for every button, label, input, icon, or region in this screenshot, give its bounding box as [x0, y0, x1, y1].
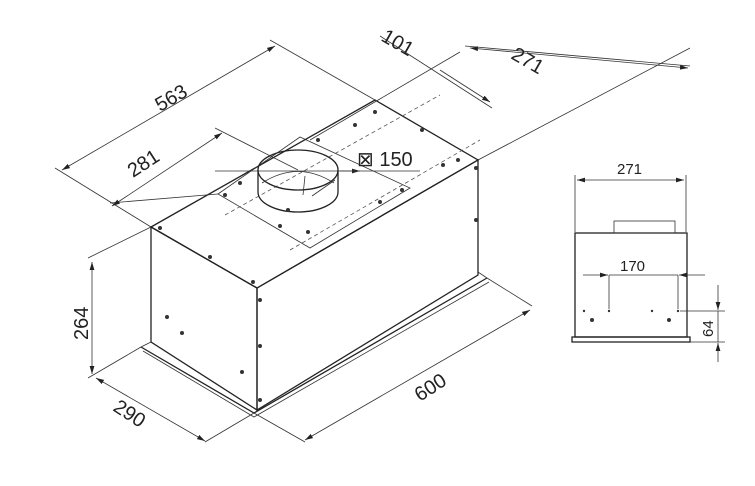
dim-101: 101 — [378, 25, 418, 61]
screws — [158, 110, 478, 402]
side-view: 271 170 64 — [571, 161, 725, 362]
dim-170: 170 — [620, 258, 645, 275]
dim-290: 290 — [109, 396, 149, 433]
dim-271-side: 271 — [617, 161, 642, 178]
dim-duct-150: ⊠ 150 — [357, 149, 413, 171]
dim-64: 64 — [700, 320, 717, 337]
dim-271-top: 271 — [508, 43, 548, 79]
dim-563: 563 — [152, 81, 192, 117]
box-right-face — [256, 158, 479, 412]
duct-collar — [257, 149, 339, 213]
dim-281: 281 — [124, 146, 164, 183]
dim-264: 264 — [71, 307, 93, 340]
